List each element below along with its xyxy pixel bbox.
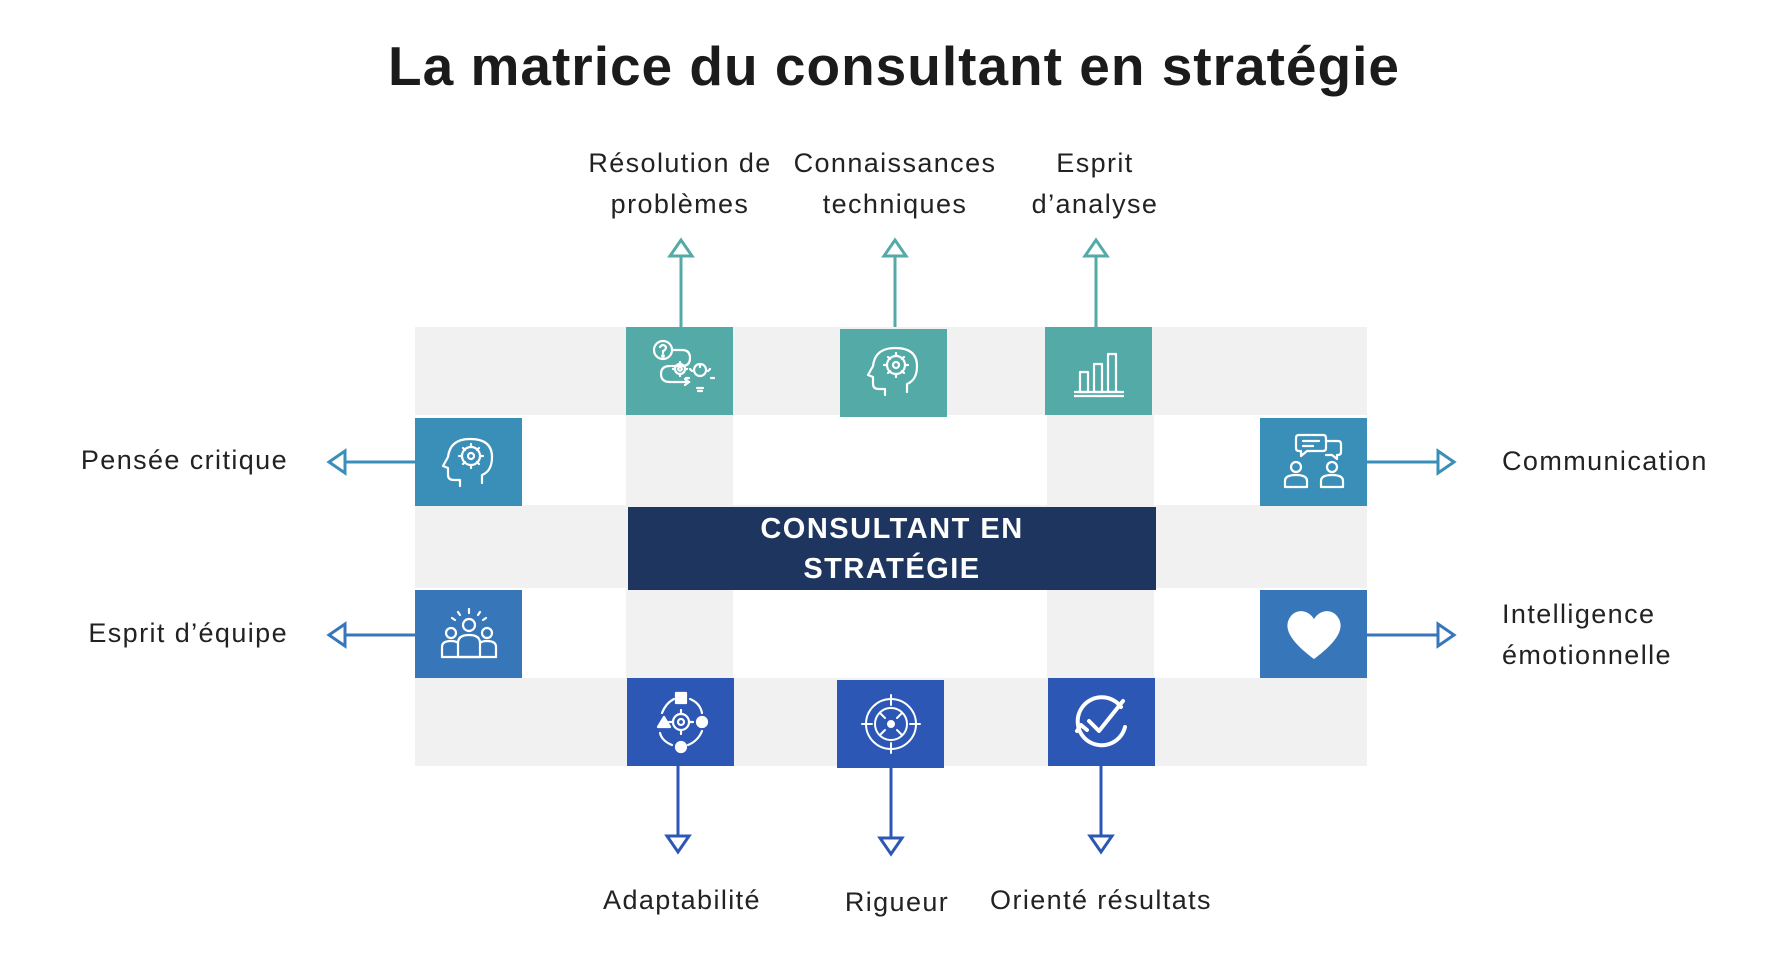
page-title: La matrice du consultant en stratégie: [388, 35, 1400, 97]
box-intelligence-emotionnelle: [1260, 590, 1367, 678]
box-oriente-resultats: [1048, 678, 1155, 766]
arrow-right-communication: [1367, 448, 1457, 476]
arrow-down-rigueur: [877, 768, 905, 857]
label-intelligence-emotionnelle: Intelligence émotionnelle: [1502, 599, 1672, 670]
label-pensee-critique: Pensée critique: [80, 445, 288, 475]
problem-solving-icon: [652, 339, 715, 393]
arrow-left-pensee-critique: [326, 448, 415, 476]
target-icon: [860, 694, 921, 754]
arrow-down-oriente-resultats: [1087, 766, 1115, 855]
brain-head-icon: [441, 437, 493, 488]
box-esprit-equipe: [415, 590, 522, 678]
arrow-left-esprit-equipe: [326, 621, 415, 649]
conversation-icon: [1283, 433, 1344, 489]
label-adaptabilite: Adaptabilité: [603, 885, 761, 915]
box-connaissances-techniques: [840, 329, 947, 417]
label-resolution-problemes: Résolution de problèmes: [588, 148, 772, 219]
label-rigueur: Rigueur: [844, 887, 950, 917]
arrow-right-intelligence: [1367, 621, 1457, 649]
label-esprit-analyse: Esprit d’analyse: [1031, 148, 1159, 219]
arrow-up-esprit-analyse: [1082, 237, 1110, 327]
label-communication: Communication: [1502, 446, 1708, 476]
box-pensee-critique: [415, 418, 522, 506]
check-circle-icon: [1074, 695, 1127, 748]
box-esprit-analyse: [1045, 327, 1152, 415]
adaptability-cycle-icon: [656, 691, 708, 754]
brain-head-icon: [866, 346, 918, 397]
label-oriente-resultats: Orienté résultats: [990, 885, 1212, 915]
team-icon: [440, 607, 497, 659]
arrow-up-resolution: [667, 237, 695, 327]
arrow-up-connaissances: [881, 237, 909, 327]
arrow-down-adaptabilite: [664, 766, 692, 855]
bar-chart-icon: [1073, 352, 1124, 398]
box-adaptabilite: [627, 678, 734, 766]
box-resolution-problemes: [626, 327, 733, 415]
box-communication: [1260, 418, 1367, 506]
center-role-box: CONSULTANT EN STRATÉGIE: [628, 507, 1156, 590]
center-role-label: CONSULTANT EN STRATÉGIE: [760, 512, 1024, 585]
box-rigueur: [837, 680, 944, 768]
label-connaissances-techniques: Connaissances techniques: [793, 148, 997, 219]
label-esprit-equipe: Esprit d’équipe: [88, 618, 288, 648]
heart-icon: [1286, 611, 1341, 659]
